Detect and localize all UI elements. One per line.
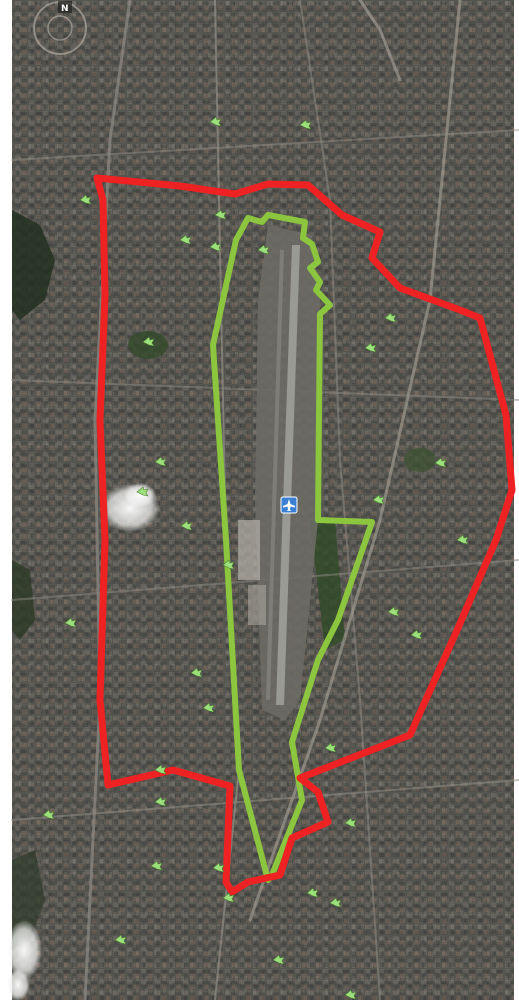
- cloud: [6, 920, 42, 980]
- right-margin: [514, 0, 519, 1000]
- tree-icon[interactable]: [344, 989, 357, 1000]
- tree-icon[interactable]: [372, 494, 385, 505]
- tree-icon[interactable]: [212, 862, 225, 873]
- tree-icon[interactable]: [154, 456, 167, 467]
- tree-icon[interactable]: [324, 742, 337, 753]
- park-area: [128, 331, 168, 359]
- tree-icon[interactable]: [64, 617, 77, 628]
- tree-icon[interactable]: [209, 241, 222, 252]
- inner-boundary[interactable]: [210, 212, 375, 883]
- apron: [248, 585, 266, 625]
- tree-icon[interactable]: [79, 194, 92, 205]
- tree-icon[interactable]: [257, 244, 270, 255]
- taxiway: [266, 250, 284, 700]
- tree-icon[interactable]: [190, 667, 203, 678]
- tree-icon[interactable]: [434, 457, 447, 468]
- tree-icon[interactable]: [387, 606, 400, 617]
- forest-patch: [12, 210, 55, 320]
- tree-icon[interactable]: [299, 119, 312, 130]
- compass: N: [58, 1, 72, 14]
- left-margin: [0, 0, 12, 1000]
- tree-icon[interactable]: [154, 796, 167, 807]
- tree-icon[interactable]: [114, 934, 127, 945]
- park-area: [404, 448, 436, 472]
- tree-icon[interactable]: [329, 897, 342, 908]
- tree-icon[interactable]: [154, 764, 167, 775]
- cloud: [6, 969, 30, 1000]
- tree-icon[interactable]: [179, 234, 192, 245]
- terminal: [238, 520, 260, 580]
- tree-icon[interactable]: [209, 116, 222, 127]
- runway: [276, 245, 300, 705]
- tree-icon[interactable]: [222, 559, 235, 570]
- tree-icon[interactable]: [42, 809, 55, 820]
- tree-icon[interactable]: [142, 336, 155, 347]
- roundabout: [47, 15, 73, 41]
- tree-icon[interactable]: [410, 629, 423, 640]
- tree-icon[interactable]: [222, 892, 235, 903]
- tree-icon[interactable]: [384, 312, 397, 323]
- cloud: [124, 483, 156, 507]
- tree-icon[interactable]: [202, 702, 215, 713]
- tree-icon[interactable]: [272, 954, 285, 965]
- outer-boundary[interactable]: [93, 174, 516, 896]
- tree-icon[interactable]: [180, 520, 193, 531]
- tree-icon[interactable]: [344, 817, 357, 828]
- tree-icon[interactable]: [456, 534, 469, 545]
- tree-markers: [42, 116, 469, 1000]
- airport: [238, 225, 320, 720]
- compass-north-label: N: [61, 4, 69, 14]
- tree-icon[interactable]: [136, 486, 149, 497]
- tree-icon[interactable]: [306, 887, 319, 898]
- airplane-icon[interactable]: [280, 496, 298, 514]
- tree-icon[interactable]: [214, 209, 227, 220]
- tree-icon[interactable]: [364, 342, 377, 353]
- tree-icon[interactable]: [150, 860, 163, 871]
